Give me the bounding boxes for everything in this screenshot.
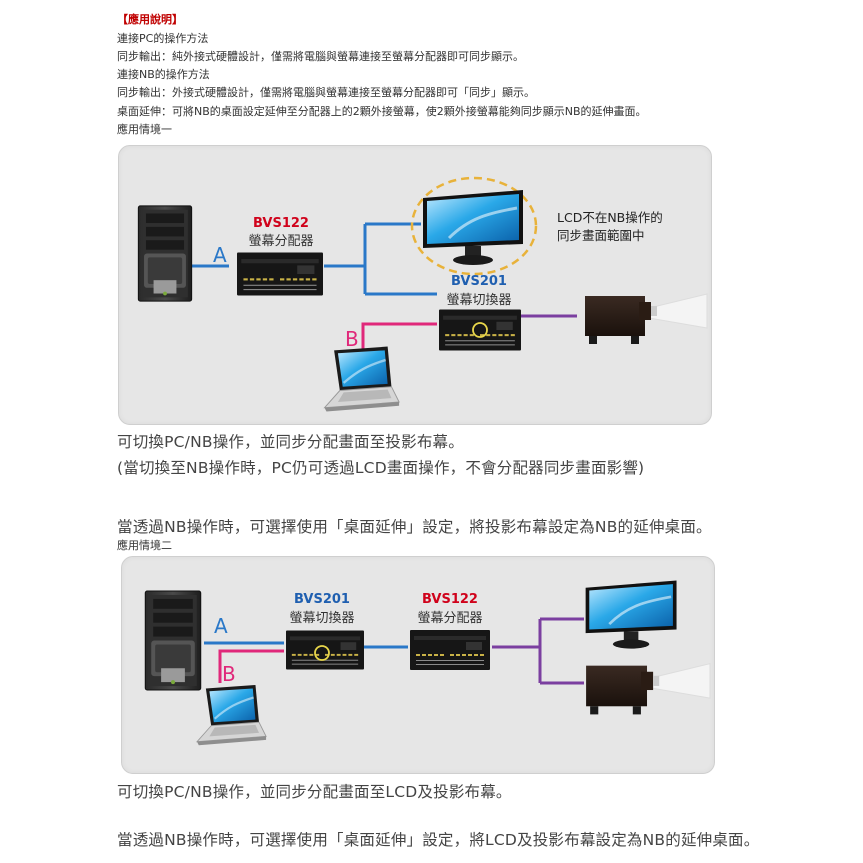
label-a: A bbox=[214, 614, 228, 638]
label-b: B bbox=[222, 662, 236, 686]
scenario1-title: 應用情境一 bbox=[117, 123, 172, 136]
label-b: B bbox=[345, 327, 359, 351]
splitter-model: BVS122 bbox=[253, 216, 309, 231]
callout-text: LCD不在NB操作的 bbox=[557, 210, 663, 225]
intro-line: 連接NB的操作方法 bbox=[117, 68, 210, 81]
scenario1-diagram: A B BVS122 螢幕分配器 BVS201 螢幕切換器 LCD不在NB操作的… bbox=[118, 145, 712, 425]
intro-line: 連接PC的操作方法 bbox=[117, 32, 209, 45]
scenario2-caption: 當透過NB操作時，可選擇使用「桌面延伸」設定，將LCD及投影布幕設定為NB的延伸… bbox=[117, 831, 760, 849]
scenario2-title: 應用情境二 bbox=[117, 539, 172, 552]
lcd-monitor-icon bbox=[421, 188, 525, 267]
switch-device-icon bbox=[439, 309, 521, 351]
projector-icon bbox=[585, 663, 711, 715]
callout-text: 同步畫面範圍中 bbox=[557, 228, 645, 243]
splitter-device-icon bbox=[410, 630, 490, 670]
scenario1-caption: 當透過NB操作時，可選擇使用「桌面延伸」設定，將投影布幕設定為NB的延伸桌面。 bbox=[117, 518, 712, 536]
laptop-icon bbox=[323, 346, 401, 413]
callout-ring bbox=[410, 176, 538, 276]
intro-heading: 【應用說明】 bbox=[117, 13, 183, 26]
switch-name: 螢幕切換器 bbox=[289, 611, 354, 626]
switch-model: BVS201 bbox=[294, 592, 350, 607]
switch-device-icon bbox=[286, 630, 364, 670]
pc-tower-icon bbox=[144, 590, 202, 691]
projector-icon bbox=[584, 293, 708, 345]
laptop-icon bbox=[195, 685, 268, 747]
splitter-name: 螢幕分配器 bbox=[248, 234, 313, 249]
splitter-device-icon bbox=[237, 252, 323, 296]
splitter-name: 螢幕分配器 bbox=[417, 611, 482, 626]
switch-model: BVS201 bbox=[451, 274, 507, 289]
pc-tower-icon bbox=[137, 205, 193, 302]
intro-line: 同步輸出：純外接式硬體設計，僅需將電腦與螢幕連接至螢幕分配器即可同步顯示。 bbox=[117, 50, 524, 63]
switch-name: 螢幕切換器 bbox=[446, 293, 511, 308]
scenario1-caption: 可切換PC/NB操作，並同步分配畫面至投影布幕。 bbox=[117, 433, 464, 451]
scenario2-diagram: A B BVS201 螢幕切換器 BVS122 螢幕分配器 bbox=[121, 556, 715, 774]
intro-line: 桌面延伸：可將NB的桌面設定延伸至分配器上的2顆外接螢幕，使2顆外接螢幕能夠同步… bbox=[117, 105, 647, 118]
lcd-monitor-icon bbox=[584, 579, 678, 651]
scenario1-caption: (當切換至NB操作時，PC仍可透過LCD畫面操作，不會分配器同步畫面影響) bbox=[117, 459, 645, 477]
splitter-model: BVS122 bbox=[422, 592, 478, 607]
intro-line: 同步輸出：外接式硬體設計，僅需將電腦與螢幕連接至螢幕分配器即可「同步」顯示。 bbox=[117, 86, 535, 99]
label-a: A bbox=[213, 243, 227, 267]
scenario2-caption: 可切換PC/NB操作，並同步分配畫面至LCD及投影布幕。 bbox=[117, 783, 512, 801]
